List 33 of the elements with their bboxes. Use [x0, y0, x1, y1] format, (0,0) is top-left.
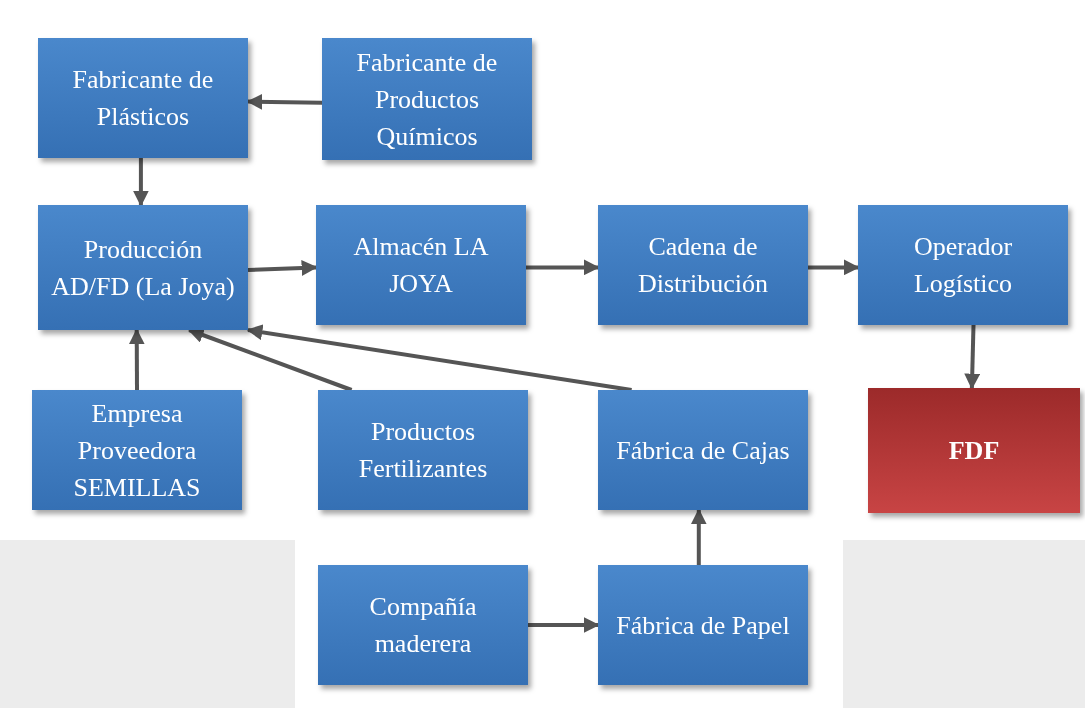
arrow [964, 324, 981, 390]
arrow [528, 617, 600, 633]
box-label: Fabricante de Plásticos [71, 64, 215, 133]
arrow [690, 508, 707, 565]
arrow [526, 259, 600, 276]
box-label: Fábrica de Papel [616, 609, 790, 642]
process-box [316, 205, 526, 325]
target-box [868, 388, 1080, 513]
box-label: Empresa Proveedora SEMILLAS [72, 397, 202, 504]
process-box [32, 390, 242, 510]
box-label: Operador Logístico [912, 231, 1014, 300]
box-label: Almacén LA JOYA [352, 231, 490, 300]
box-label: Productos Fertilizantes [357, 416, 489, 485]
arrow [808, 259, 860, 276]
box-label: Cadena de Distribución [637, 231, 769, 300]
process-box [318, 565, 528, 685]
box-label: Fábrica de Cajas [616, 434, 790, 467]
process-box [38, 205, 248, 330]
box-label: FDF [948, 435, 1000, 467]
process-box [38, 38, 248, 158]
process-box [598, 390, 808, 510]
box-label: Compañía maderera [368, 591, 478, 660]
process-box [318, 390, 528, 510]
box-label: Producción AD/FD (La Joya) [50, 233, 236, 303]
process-box [598, 205, 808, 325]
arrow [247, 259, 318, 276]
arrow [132, 158, 149, 207]
process-box [598, 565, 808, 685]
arrow [246, 324, 632, 392]
arrow [128, 328, 145, 390]
process-box [322, 38, 532, 160]
process-box [858, 205, 1068, 325]
box-label: Fabricante de Productos Químicos [355, 46, 499, 153]
